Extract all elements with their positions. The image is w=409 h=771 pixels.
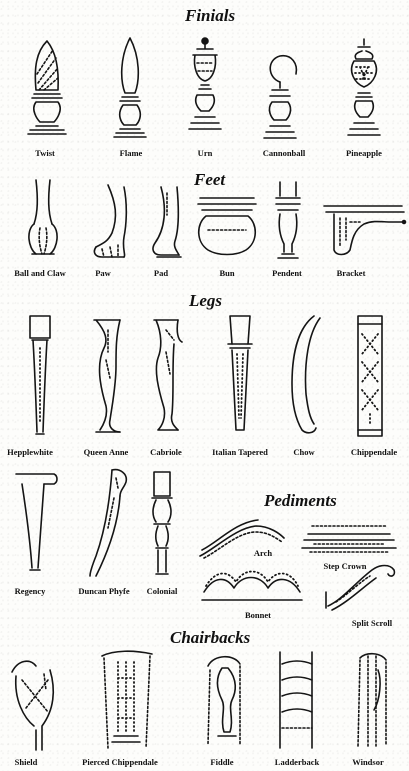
arch-pediment-drawing [196, 520, 288, 560]
pierced-chippendale-chairback-drawing [98, 648, 158, 754]
finial-label-twist: Twist [35, 148, 55, 158]
bracket-foot-drawing [320, 200, 409, 260]
queen-anne-leg-drawing [86, 316, 130, 438]
chairback-label-shield: Shield [15, 757, 38, 767]
chairbacks-heading: Chairbacks [170, 628, 250, 648]
ladderback-chairback-drawing [268, 648, 324, 754]
step-crown-pediment-drawing [300, 522, 398, 556]
chairback-label-pierced-chippendale: Pierced Chippendale [82, 757, 158, 767]
leg-label-colonial: Colonial [147, 586, 178, 596]
split-scroll-pediment-drawing [322, 562, 404, 612]
cabriole-leg-drawing [148, 318, 188, 438]
finial-label-urn: Urn [198, 148, 213, 158]
legs-heading: Legs [189, 291, 222, 311]
bun-foot-drawing [194, 190, 260, 260]
regency-leg-drawing [14, 470, 64, 578]
finials-heading: Finials [185, 6, 235, 26]
pediment-label-split-scroll: Split Scroll [352, 618, 392, 628]
foot-label-bracket: Bracket [337, 268, 366, 278]
feet-heading: Feet [194, 170, 225, 190]
duncan-phyfe-leg-drawing [86, 468, 136, 580]
urn-finial-drawing [183, 37, 227, 141]
chippendale-leg-drawing [352, 314, 388, 438]
ball-and-claw-foot-drawing [22, 178, 64, 260]
leg-label-regency: Regency [15, 586, 46, 596]
leg-label-hepplewhite: Hepplewhite [7, 447, 53, 457]
finial-label-cannonball: Cannonball [263, 148, 306, 158]
finial-label-flame: Flame [120, 148, 143, 158]
pediments-heading: Pediments [264, 491, 337, 511]
chow-leg-drawing [284, 314, 324, 438]
colonial-leg-drawing [146, 470, 178, 580]
windsor-chairback-drawing [340, 650, 400, 754]
leg-label-queen-anne: Queen Anne [84, 447, 129, 457]
foot-label-pad: Pad [154, 268, 168, 278]
foot-label-ball-and-claw: Ball and Claw [14, 268, 66, 278]
pediment-label-bonnet: Bonnet [245, 610, 271, 620]
pediment-label-arch: Arch [254, 548, 272, 558]
fiddle-chairback-drawing [200, 652, 250, 754]
bonnet-pediment-drawing [200, 566, 304, 606]
shield-chairback-drawing [8, 650, 64, 754]
foot-label-pendent: Pendent [272, 268, 302, 278]
leg-label-chow: Chow [293, 447, 314, 457]
foot-label-paw: Paw [95, 268, 111, 278]
finial-label-pineapple: Pineapple [346, 148, 382, 158]
leg-label-italian-tapered: Italian Tapered [212, 447, 268, 457]
paw-foot-drawing [88, 183, 130, 261]
chairback-label-fiddle: Fiddle [210, 757, 233, 767]
flame-finial-drawing [110, 35, 150, 143]
chairback-label-ladderback: Ladderback [275, 757, 319, 767]
italian-tapered-leg-drawing [220, 314, 260, 438]
foot-label-bun: Bun [219, 268, 234, 278]
pendent-foot-drawing [268, 178, 308, 262]
leg-label-chippendale: Chippendale [351, 447, 397, 457]
leg-label-duncan-phyfe: Duncan Phyfe [78, 586, 129, 596]
pad-foot-drawing [145, 185, 185, 261]
twist-finial-drawing [22, 38, 72, 143]
leg-label-cabriole: Cabriole [150, 447, 182, 457]
cannonball-finial-drawing [258, 52, 304, 144]
pineapple-finial-drawing [342, 37, 386, 141]
hepplewhite-leg-drawing [22, 314, 58, 438]
chairback-label-windsor: Windsor [352, 757, 384, 767]
